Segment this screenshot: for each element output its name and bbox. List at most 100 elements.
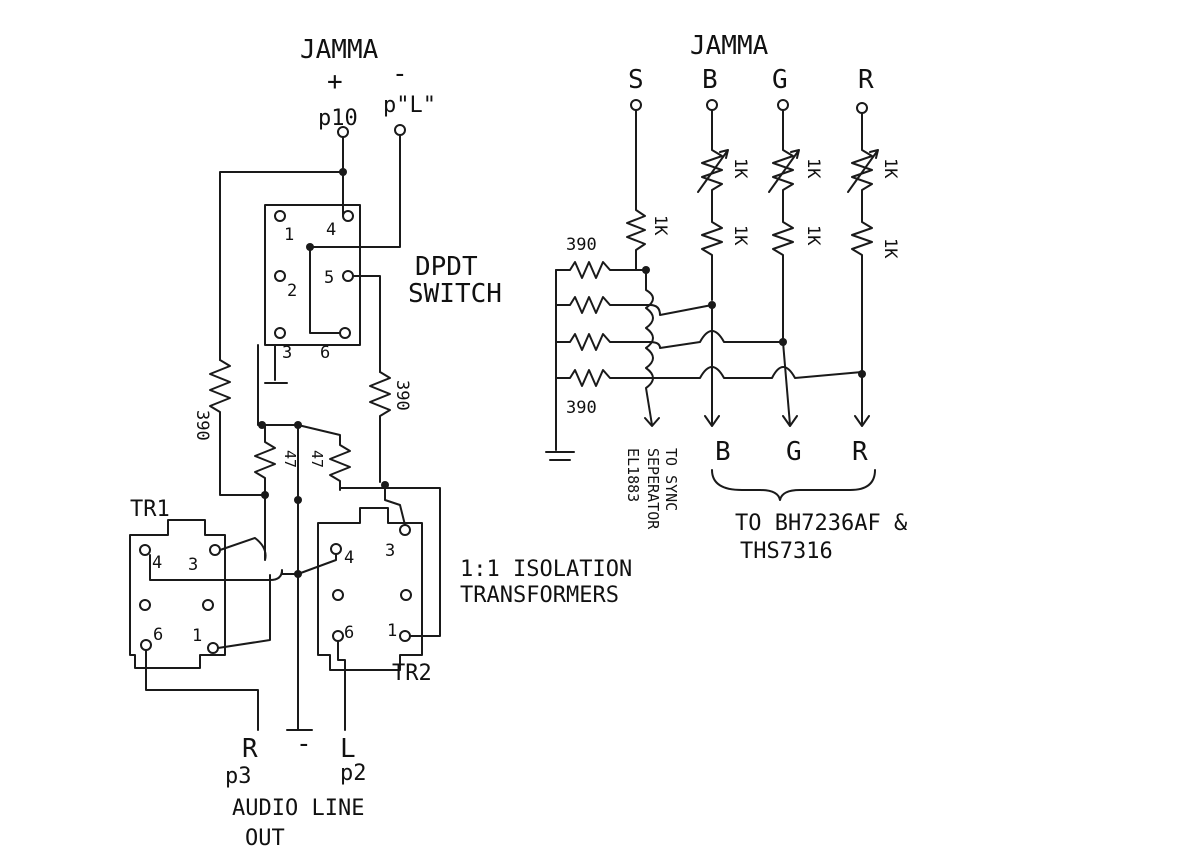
switch-pin-6-label: 6 bbox=[320, 343, 330, 363]
pin-p2-label: p2 bbox=[340, 761, 367, 786]
audio-out-label: OUT bbox=[245, 826, 285, 851]
trim-b-label: 1K bbox=[730, 158, 750, 179]
tr1-pin-4 bbox=[139, 544, 151, 556]
wire-tr2-pin1 bbox=[339, 487, 441, 637]
audio-jamma-label: JAMMA bbox=[300, 35, 379, 65]
resistor-47-b bbox=[297, 424, 351, 491]
resistor-47-a-label: 47 bbox=[281, 450, 299, 468]
resistors-r-line bbox=[851, 112, 873, 373]
wire-tr2-pin3 bbox=[384, 484, 406, 526]
input-b-pin bbox=[706, 99, 718, 111]
tr2-label: TR2 bbox=[392, 661, 432, 686]
tr1-pin-6 bbox=[140, 639, 152, 651]
wire-tr2-pin6 bbox=[337, 640, 346, 731]
output-g-label: G bbox=[786, 437, 802, 467]
audio-out-l: L bbox=[340, 734, 356, 764]
resistor-390-left bbox=[209, 359, 266, 496]
input-r-pin bbox=[856, 102, 868, 114]
resistors-b-line bbox=[701, 109, 723, 301]
resistor-390-ladder-4 bbox=[555, 366, 863, 387]
switch-title-1: DPDT bbox=[415, 252, 478, 282]
switch-internal-wire bbox=[309, 246, 341, 334]
resistor-47-b-label: 47 bbox=[308, 450, 326, 468]
input-s-label: S bbox=[628, 65, 644, 95]
trim-r-label: 1K bbox=[880, 158, 900, 179]
resistor-390-right bbox=[369, 371, 391, 483]
wire-switch-right bbox=[352, 275, 381, 373]
switch-pin-4 bbox=[342, 210, 354, 222]
tr2-pin-3 bbox=[399, 524, 411, 536]
switch-pin-5 bbox=[342, 270, 354, 282]
resistor-390-ladder-3 bbox=[555, 330, 784, 351]
output-r-arrow bbox=[854, 373, 870, 427]
resistor-1k-r-label: 1K bbox=[880, 238, 900, 259]
trim-g-label: 1K bbox=[803, 158, 823, 179]
resistor-1k-b-label: 1K bbox=[730, 225, 750, 246]
switch-pin-3-label: 3 bbox=[282, 343, 292, 363]
resistor-390-ladder-1 bbox=[555, 261, 647, 279]
wire-pl-switch bbox=[309, 134, 401, 248]
tr1-pin-3 bbox=[209, 544, 221, 556]
jamma-p10-pin bbox=[337, 126, 349, 138]
wire-tr2-pin4 bbox=[297, 553, 337, 575]
transformer-tr1-body bbox=[129, 519, 226, 669]
switch-pin-1-label: 1 bbox=[284, 225, 294, 245]
tr2-pin-4-label: 4 bbox=[344, 548, 354, 568]
output-brace bbox=[711, 469, 876, 501]
input-r-label: R bbox=[858, 65, 874, 95]
input-b-label: B bbox=[702, 65, 718, 95]
ground-symbol bbox=[264, 344, 288, 384]
resistor-1k-g-label: 1K bbox=[803, 225, 823, 246]
switch-pin-2-label: 2 bbox=[287, 281, 297, 301]
switch-pin-6 bbox=[339, 327, 351, 339]
trim-arrow-r bbox=[847, 149, 879, 193]
input-g-label: G bbox=[772, 65, 788, 95]
output-g-arrow bbox=[782, 341, 798, 427]
tr2-pin-1 bbox=[399, 630, 411, 642]
switch-pin-4-label: 4 bbox=[326, 220, 336, 240]
resistors-g-line bbox=[772, 109, 794, 341]
output-b-arrow bbox=[704, 304, 720, 427]
switch-pin-5-label: 5 bbox=[324, 268, 334, 288]
resistor-390-ladder-2 bbox=[555, 296, 713, 316]
wire-tr1-pin6 bbox=[145, 649, 259, 731]
tr2-hole bbox=[400, 589, 412, 601]
resistor-390-bottom-label: 390 bbox=[566, 398, 597, 418]
pin-pl-label: p"L" bbox=[383, 93, 436, 118]
tr2-hole bbox=[332, 589, 344, 601]
switch-title-2: SWITCH bbox=[408, 279, 502, 309]
tr2-pin-6-label: 6 bbox=[344, 623, 354, 643]
resistor-1k-s-label: 1K bbox=[650, 215, 670, 236]
sync-note-1: TO SYNC bbox=[662, 448, 680, 511]
sync-note-2: SEPERATOR bbox=[644, 448, 662, 530]
isolation-label-1: 1:1 ISOLATION bbox=[460, 557, 632, 582]
tr2-pin-6 bbox=[332, 630, 344, 642]
tr1-pin-1 bbox=[207, 642, 219, 654]
dest-line-2: THS7316 bbox=[740, 539, 833, 564]
audio-out-r: R bbox=[242, 734, 258, 764]
wire-tr1-pin1 bbox=[217, 574, 271, 649]
tr2-pin-4 bbox=[330, 543, 342, 555]
minus-sign: - bbox=[392, 59, 408, 89]
isolation-label-2: TRANSFORMERS bbox=[460, 583, 619, 608]
switch-pin-3 bbox=[274, 327, 286, 339]
audio-out-minus: - bbox=[296, 729, 312, 759]
video-section: JAMMA S B G R 1K 1K 1K 1K 1K 1K 1K 390 3… bbox=[545, 31, 908, 564]
video-jamma-label: JAMMA bbox=[690, 31, 769, 61]
resistor-47-a bbox=[254, 424, 276, 496]
tr2-pin-1-label: 1 bbox=[387, 621, 397, 641]
switch-pin-2 bbox=[274, 270, 286, 282]
tr1-hole bbox=[139, 599, 151, 611]
resistor-1k-s bbox=[626, 109, 646, 271]
pin-p10-label: p10 bbox=[318, 106, 358, 131]
dest-line-1: TO BH7236AF & bbox=[735, 511, 908, 536]
switch-pin-1 bbox=[274, 210, 286, 222]
tr1-hole bbox=[202, 599, 214, 611]
ground-symbol bbox=[286, 714, 313, 731]
junction-dot bbox=[306, 243, 314, 251]
tr2-pin-3-label: 3 bbox=[385, 541, 395, 561]
sync-note-3: EL1883 bbox=[624, 448, 642, 502]
tr1-pin-4-label: 4 bbox=[152, 553, 162, 573]
tr1-pin-3-label: 3 bbox=[188, 555, 198, 575]
